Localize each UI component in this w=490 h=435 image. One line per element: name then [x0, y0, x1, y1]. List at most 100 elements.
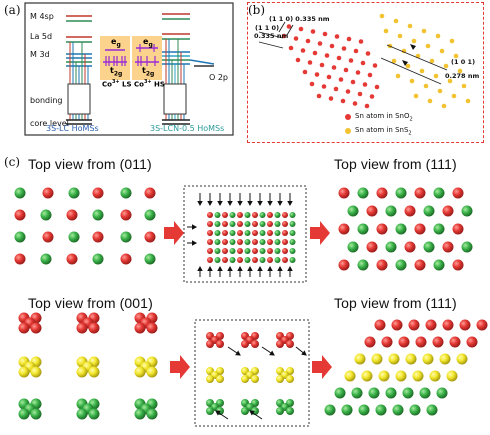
- shift-arrowhead: [237, 265, 243, 272]
- sno2-atom: [360, 60, 366, 66]
- atom: [398, 336, 410, 348]
- atom: [376, 223, 388, 235]
- arrow-bottom-1: [170, 355, 190, 379]
- atom: [40, 253, 52, 265]
- atom: [404, 241, 416, 253]
- atom: [92, 187, 104, 199]
- atom: [414, 223, 426, 235]
- shift-arrowhead: [237, 200, 243, 207]
- atom: [374, 319, 386, 331]
- atom: [276, 375, 284, 383]
- panel-a-energy-diagram: [24, 2, 234, 136]
- sns2-atom: [419, 68, 425, 74]
- atom: [366, 205, 378, 217]
- atom: [286, 375, 294, 383]
- atom: [442, 319, 454, 331]
- sns2-atom: [461, 83, 467, 89]
- sns2-atom: [409, 78, 415, 84]
- atom: [30, 408, 42, 420]
- plane-101-hkl: (1 0 1): [451, 58, 476, 66]
- transition-arrows: [164, 221, 332, 379]
- atom: [274, 257, 281, 263]
- shift-arrowhead: [191, 224, 198, 230]
- sno2-atom: [319, 62, 325, 68]
- atom: [229, 248, 236, 254]
- atom: [120, 253, 132, 265]
- atom: [214, 230, 221, 236]
- sno2-atom: [314, 72, 320, 77]
- atom: [207, 212, 213, 218]
- sno2-atom: [326, 74, 332, 80]
- atom: [446, 370, 458, 382]
- atom: [18, 322, 30, 334]
- atom: [244, 212, 251, 218]
- atom: [88, 322, 100, 334]
- sno2-atom: [353, 48, 359, 54]
- atom: [385, 205, 397, 217]
- atom: [402, 387, 414, 399]
- atom: [214, 212, 221, 218]
- atom: [347, 205, 359, 217]
- shift-arrowhead: [267, 200, 273, 207]
- atom: [88, 408, 100, 420]
- atom: [144, 231, 156, 243]
- sns2-atom: [383, 28, 389, 34]
- sns2-atom: [397, 33, 403, 39]
- sno2-atom: [305, 38, 311, 44]
- atom: [222, 239, 228, 245]
- shift-arrowhead: [257, 265, 263, 272]
- atom: [415, 336, 427, 348]
- shift-arrowhead: [247, 200, 253, 207]
- level-m3d: M 3d: [30, 50, 50, 59]
- shift-arrowhead: [197, 200, 203, 207]
- sno2-atom: [340, 98, 346, 104]
- sns2-atom: [437, 88, 443, 94]
- shift-arrowhead: [277, 200, 283, 207]
- top-middle-frame: [183, 185, 307, 283]
- sns2-atom: [449, 38, 455, 44]
- atom: [276, 340, 284, 348]
- atom: [251, 375, 259, 383]
- panel-c-atom-views: [14, 185, 488, 427]
- sns2-atom: [407, 23, 413, 29]
- sns2-atom: [411, 38, 417, 44]
- level-bonding: bonding: [30, 96, 63, 105]
- sno2-atom: [321, 84, 327, 89]
- sns2-atom: [441, 103, 447, 109]
- atom: [338, 187, 350, 199]
- sns2-atom: [435, 33, 441, 39]
- atom: [324, 404, 336, 416]
- atom: [206, 407, 214, 415]
- shift-arrowhead: [217, 200, 223, 207]
- atom: [251, 340, 259, 348]
- atom: [30, 322, 42, 334]
- atom: [134, 322, 146, 334]
- atom: [419, 387, 431, 399]
- atom: [405, 353, 417, 365]
- sno2-atom: [298, 26, 304, 32]
- atom: [395, 259, 407, 271]
- sno2-atom: [293, 36, 299, 41]
- atom: [146, 408, 158, 420]
- sns2-atom: [451, 93, 457, 99]
- atom: [354, 353, 366, 365]
- panel-c-label: (c): [4, 155, 21, 169]
- sno2-atom: [288, 45, 294, 51]
- atom: [364, 336, 376, 348]
- atom: [207, 221, 213, 227]
- sns2-atom: [421, 28, 427, 34]
- atom: [289, 221, 296, 227]
- atom: [357, 259, 369, 271]
- shift-arrowhead: [301, 350, 307, 356]
- atom: [395, 187, 407, 199]
- atom: [442, 241, 454, 253]
- atom: [237, 212, 243, 218]
- sno2-atom: [343, 67, 349, 73]
- atom: [452, 259, 464, 271]
- sno2-atom: [362, 82, 368, 87]
- atom: [274, 230, 281, 236]
- atom: [237, 230, 243, 236]
- atom: [252, 212, 258, 218]
- sns2-atom: [405, 63, 411, 69]
- atom: [18, 408, 30, 420]
